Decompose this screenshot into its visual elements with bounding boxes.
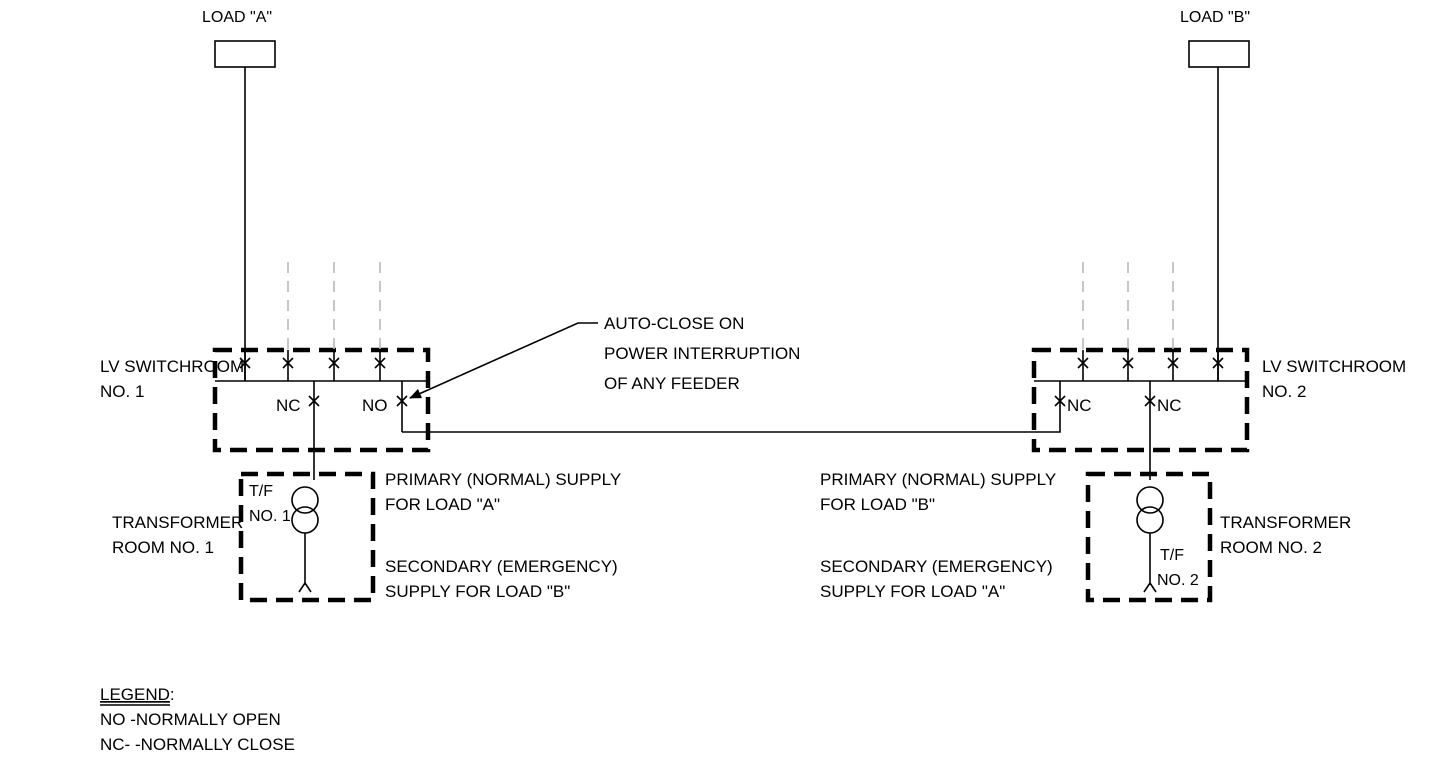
transformer-1-secondary-winding [291,506,319,534]
transformer-room-1-boundary [238,471,376,603]
transformer-2-primary-note-line1: PRIMARY (NORMAL) SUPPLY [820,470,1056,489]
transformer-1-primary-note-line2: FOR LOAD "A" [385,495,500,514]
transformer-1-tag-line2: NO. 1 [249,508,291,525]
incomer-breaker-2 [1144,395,1156,407]
switchroom-1-label-line2: NO. 1 [100,382,144,401]
transformer-2-tag-line1: T/F [1160,547,1184,564]
transformer-2-secondary-winding [1136,506,1164,534]
legend-title-suffix: : [170,685,175,704]
load-b-box [1188,40,1250,68]
auto-close-leader-arrow [409,322,598,399]
transformer-2-hv-termination [1143,581,1157,593]
transformer-1-primary-winding [291,486,319,514]
auto-close-note-line1: AUTO-CLOSE ON [604,314,744,333]
feeder-breaker-marks [239,357,386,369]
switchroom-1-boundary [212,347,431,453]
feeder-breaker-marks-2 [1077,357,1224,369]
transformer-1-secondary-note-line1: SECONDARY (EMERGENCY) [385,557,618,576]
transformer-2-secondary-note-line1: SECONDARY (EMERGENCY) [820,557,1053,576]
legend: LEGEND: NO -NORMALLY OPEN NC- -NORMALLY … [100,685,295,754]
legend-title-text: LEGEND [100,685,170,704]
legend-title: LEGEND: [100,685,175,704]
auto-close-note-line2: POWER INTERRUPTION [604,344,800,363]
auto-close-note-line3: OF ANY FEEDER [604,374,740,393]
interconnector-cable [402,381,1061,433]
transformer-1-secondary-note-line2: SUPPLY FOR LOAD "B" [385,582,570,601]
transformer-room-2-boundary [1085,471,1213,603]
incomer-breaker-1 [308,395,320,407]
incomer-breaker-2-state: NC [1157,396,1182,415]
switchroom-2-label-line1: LV SWITCHROOM [1262,357,1406,376]
transformer-2-secondary-note-line2: SUPPLY FOR LOAD "A" [820,582,1005,601]
switchroom-2-label-line2: NO. 2 [1262,382,1306,401]
transformer-room-1-label-line2: ROOM NO. 1 [112,538,214,557]
load-a-label: LOAD "A" [202,9,272,26]
transformer-room-2-label-line2: ROOM NO. 2 [1220,538,1322,557]
incomer-breaker-1-state: NC [276,396,301,415]
switchroom-1-label-line1: LV SWITCHROOM [100,357,244,376]
load-a-box [214,40,276,68]
legend-item-no: NO -NORMALLY OPEN [100,710,281,729]
transformer-room-2-label-line1: TRANSFORMER [1220,513,1351,532]
switchroom-2-boundary [1031,347,1250,453]
load-b-label: LOAD "B" [1180,9,1250,26]
transformer-room-2: T/F NO. 2 [1085,471,1213,603]
bus-tie-breaker-2 [1054,395,1066,407]
transformer-1-hv-termination [298,581,312,593]
transformer-1-primary-note-line1: PRIMARY (NORMAL) SUPPLY [385,470,621,489]
legend-item-nc: NC- -NORMALLY CLOSE [100,735,295,754]
lv-switchroom-1: NC NO [212,262,431,480]
transformer-2-primary-winding [1136,486,1164,514]
bus-tie-breaker-1 [396,395,408,407]
lv-switchroom-2: NC NC [1031,262,1250,480]
transformer-room-1-label-line1: TRANSFORMER [112,513,243,532]
transformer-room-1: T/F NO. 1 [238,471,376,603]
bus-tie-breaker-1-state: NO [362,396,388,415]
transformer-1-tag-line1: T/F [249,483,273,500]
transformer-2-primary-note-line2: FOR LOAD "B" [820,495,935,514]
transformer-2-tag-line2: NO. 2 [1157,572,1199,589]
bus-tie-breaker-2-state: NC [1067,396,1092,415]
